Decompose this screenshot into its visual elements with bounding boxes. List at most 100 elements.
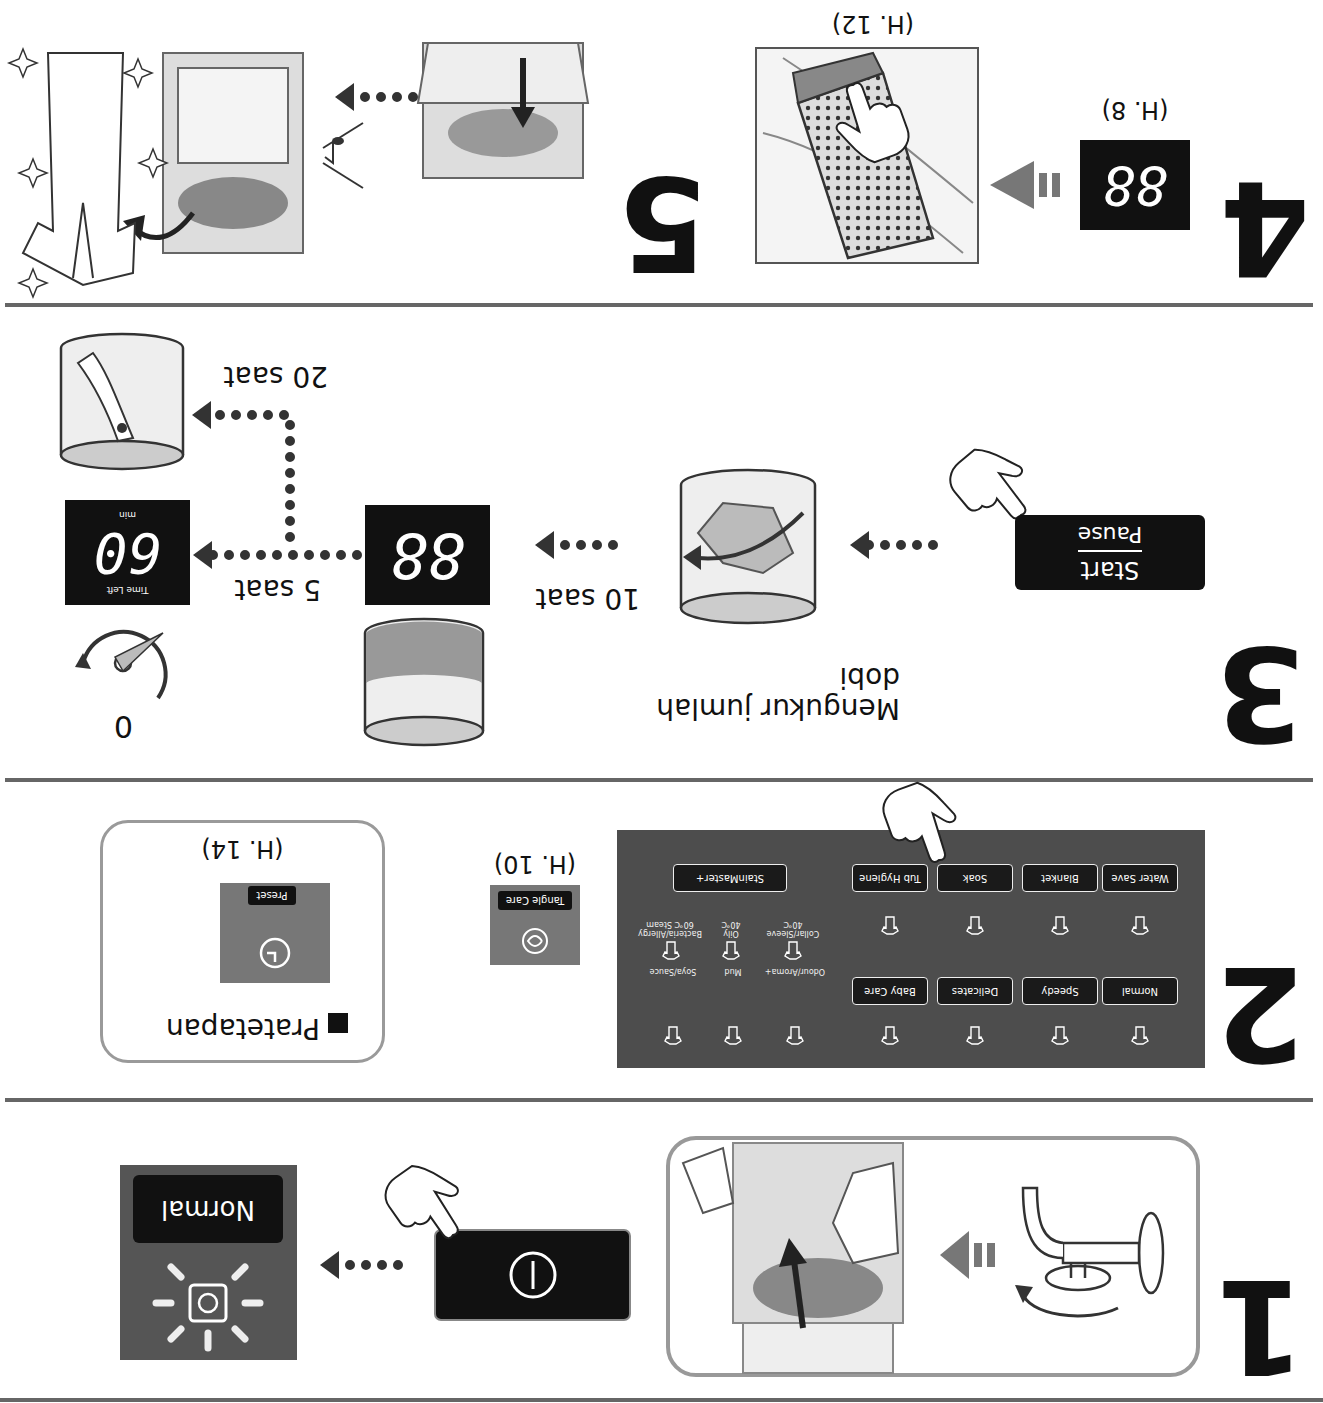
faucet-washer-panel [833, 1163, 898, 1263]
drum-measuring [681, 593, 815, 623]
separator [0, 305, 1323, 1400]
separator [5, 1098, 1313, 1102]
control-panel [882, 917, 898, 934]
tangle-care-panel [490, 885, 580, 965]
node-text: Blanket [1041, 872, 1079, 884]
normal-panel [235, 1267, 245, 1277]
faucet-washer-panel [987, 1243, 995, 1267]
node-text: Tangle Care [498, 891, 573, 911]
dotted-arrow [850, 531, 869, 559]
control-panel [787, 1027, 803, 1044]
normal-panel [199, 1294, 217, 1312]
dotted-arrow [553, 540, 613, 550]
faucet-washer-panel [779, 1238, 807, 1267]
washer-closing [418, 43, 588, 103]
node-text: Normal [1122, 985, 1158, 997]
display: 88 [1080, 140, 1190, 230]
node-text: Soak [963, 872, 987, 884]
program-button: Blanket [1022, 864, 1098, 892]
drum-measuring [683, 545, 701, 570]
faucet-washer-panel [1046, 1266, 1110, 1290]
control-panel [1052, 1027, 1068, 1044]
dotted-arrow [868, 540, 933, 550]
normal-panel [156, 1267, 260, 1348]
tangle-care-panel [528, 936, 542, 946]
music-note [325, 141, 333, 163]
step-number: 3 [1215, 628, 1305, 758]
normal-panel [156, 1300, 171, 1307]
faucet-washer-panel [1015, 1285, 1033, 1303]
tangle-care-panel [523, 929, 547, 953]
tub-rinse [61, 334, 183, 469]
node-text: 60 [94, 520, 161, 584]
control-panel [725, 1027, 741, 1044]
node-text: Pratetapan [166, 1012, 320, 1044]
lint-filter [793, 53, 883, 103]
grey-arrow [990, 161, 1060, 209]
node-text: Baby Care [864, 985, 916, 997]
faucet-washer-panel [1023, 1293, 1118, 1316]
separator [5, 303, 1313, 307]
label-text: (H. 12) [818, 11, 928, 37]
display: Time Left60min [65, 500, 190, 605]
preset-button: Preset [217, 880, 327, 980]
lint-filter [756, 48, 978, 263]
tangle-care-panel [490, 885, 580, 965]
node-text: Normal [161, 1194, 255, 1224]
node-text: StainMaster+ [696, 872, 764, 884]
washer-done [9, 49, 37, 77]
grey-arrow [990, 161, 1034, 209]
normal-panel [235, 1329, 245, 1339]
washer-done [9, 49, 303, 297]
grey-arrow [1039, 173, 1047, 197]
control-panel [1132, 917, 1148, 934]
faucet-washer-panel [1023, 1188, 1063, 1258]
node-text: Preset [248, 886, 295, 906]
drum-measuring [698, 503, 793, 573]
drum-water [365, 619, 483, 745]
program-button: Soak [937, 864, 1013, 892]
control-panel [663, 942, 679, 959]
faucet-washer-panel [940, 1231, 969, 1279]
node-text: min [119, 510, 136, 520]
faucet-washer-panel [753, 1258, 883, 1318]
node-text: Time Left [107, 585, 149, 595]
arrow-head [193, 541, 212, 569]
step-number: 2 [1215, 948, 1305, 1078]
faucet-washer-panel [668, 1138, 1198, 1375]
control-panel [723, 942, 739, 959]
label-text: Odour/Aroma+ [763, 966, 827, 975]
tub-rinse [61, 441, 183, 469]
label-text: (H. 8) [1080, 97, 1190, 123]
label-text: (H. 10) [480, 851, 590, 877]
control-panel [785, 942, 801, 959]
dotted-arrow [320, 1251, 398, 1279]
control-panel [967, 1027, 983, 1044]
preset-panel [267, 953, 275, 962]
node-text: Water Save [1111, 872, 1168, 884]
node-text: 88 [390, 519, 465, 590]
node-text: Tub Hygiene [859, 872, 921, 884]
preset-frame: Pratetapan(H. 14)Preset [100, 820, 385, 1063]
lint-filter [756, 48, 978, 263]
program-label: Normal [133, 1175, 283, 1243]
faucet-washer-panel [940, 1231, 995, 1279]
washer-done [124, 59, 152, 87]
program-button: Speedy [1022, 977, 1098, 1005]
faucet-washer-panel [668, 1138, 1198, 1375]
music-note [323, 123, 363, 148]
tub-rinse [61, 334, 183, 455]
tub-rinse [117, 423, 127, 433]
program-button: Tub Hygiene [852, 864, 928, 892]
preset-panel [220, 883, 348, 1033]
normal-panel [171, 1267, 181, 1277]
display: 88 [365, 505, 490, 605]
label-text: Mud [713, 966, 753, 975]
normal-panel [190, 1285, 226, 1321]
control-panel [617, 830, 1205, 1068]
timer-dial [83, 632, 166, 698]
normal-panel [171, 1329, 181, 1339]
preset-panel [328, 1013, 348, 1033]
program-button: Water Save [1102, 864, 1178, 892]
